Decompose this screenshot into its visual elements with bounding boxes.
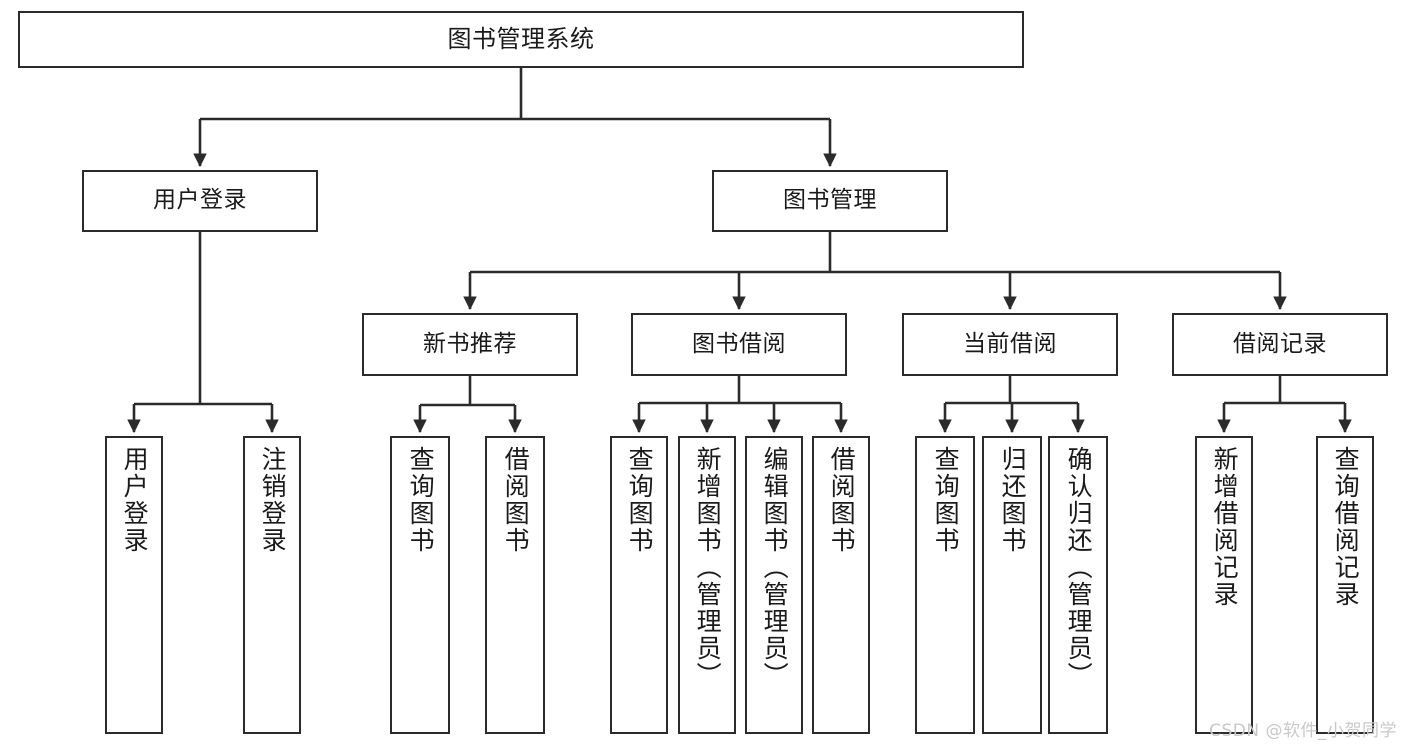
node-new-book-recommend[interactable]: 新书推荐 <box>362 313 578 376</box>
leaf-book-borrow-1-label: 查询图书 <box>625 446 655 554</box>
leaf-current-borrow-1[interactable]: 查询图书 <box>915 436 975 734</box>
leaf-book-borrow-4[interactable]: 借阅图书 <box>812 436 870 734</box>
leaf-borrow-record-2-label: 查询借阅记录 <box>1331 446 1361 608</box>
leaf-book-borrow-1[interactable]: 查询图书 <box>610 436 668 734</box>
node-user-login[interactable]: 用户登录 <box>82 170 318 232</box>
node-root[interactable]: 图书管理系统 <box>18 11 1024 68</box>
leaf-book-borrow-4-label: 借阅图书 <box>827 446 857 554</box>
leaf-book-borrow-2[interactable]: 新增图书（管理员） <box>678 436 736 734</box>
leaf-borrow-record-2[interactable]: 查询借阅记录 <box>1316 436 1374 734</box>
node-book-manage-label: 图书管理 <box>783 187 877 214</box>
node-book-borrow-label: 图书借阅 <box>692 330 786 357</box>
node-user-login-label: 用户登录 <box>153 187 247 214</box>
node-borrow-record-label: 借阅记录 <box>1233 330 1327 357</box>
leaf-borrow-record-1[interactable]: 新增借阅记录 <box>1195 436 1253 734</box>
node-current-borrow-label: 当前借阅 <box>963 330 1057 357</box>
leaf-new-book-2[interactable]: 借阅图书 <box>485 436 545 734</box>
node-book-borrow[interactable]: 图书借阅 <box>631 313 847 376</box>
csdn-watermark: CSDN @软件_小贺同学 <box>1209 721 1397 741</box>
node-book-manage[interactable]: 图书管理 <box>712 170 948 232</box>
leaf-book-borrow-3-label: 编辑图书（管理员） <box>760 446 790 689</box>
leaf-user-login-1-label: 用户登录 <box>120 446 150 554</box>
leaf-borrow-record-1-label: 新增借阅记录 <box>1210 446 1240 608</box>
leaf-book-borrow-3[interactable]: 编辑图书（管理员） <box>745 436 803 734</box>
leaf-book-borrow-2-label: 新增图书（管理员） <box>693 446 723 689</box>
leaf-current-borrow-2[interactable]: 归还图书 <box>982 436 1042 734</box>
node-current-borrow[interactable]: 当前借阅 <box>902 313 1118 376</box>
leaf-current-borrow-2-label: 归还图书 <box>998 446 1028 554</box>
leaf-user-login-1[interactable]: 用户登录 <box>105 436 163 734</box>
leaf-current-borrow-1-label: 查询图书 <box>931 446 961 554</box>
node-new-book-recommend-label: 新书推荐 <box>423 330 517 357</box>
leaf-new-book-1-label: 查询图书 <box>406 446 436 554</box>
node-borrow-record[interactable]: 借阅记录 <box>1172 313 1388 376</box>
node-root-label: 图书管理系统 <box>447 25 595 54</box>
leaf-current-borrow-3-label: 确认归还（管理员） <box>1064 446 1094 689</box>
leaf-user-login-2[interactable]: 注销登录 <box>243 436 301 734</box>
leaf-new-book-1[interactable]: 查询图书 <box>390 436 450 734</box>
leaf-user-login-2-label: 注销登录 <box>258 446 288 554</box>
leaf-new-book-2-label: 借阅图书 <box>501 446 531 554</box>
leaf-current-borrow-3[interactable]: 确认归还（管理员） <box>1048 436 1108 734</box>
